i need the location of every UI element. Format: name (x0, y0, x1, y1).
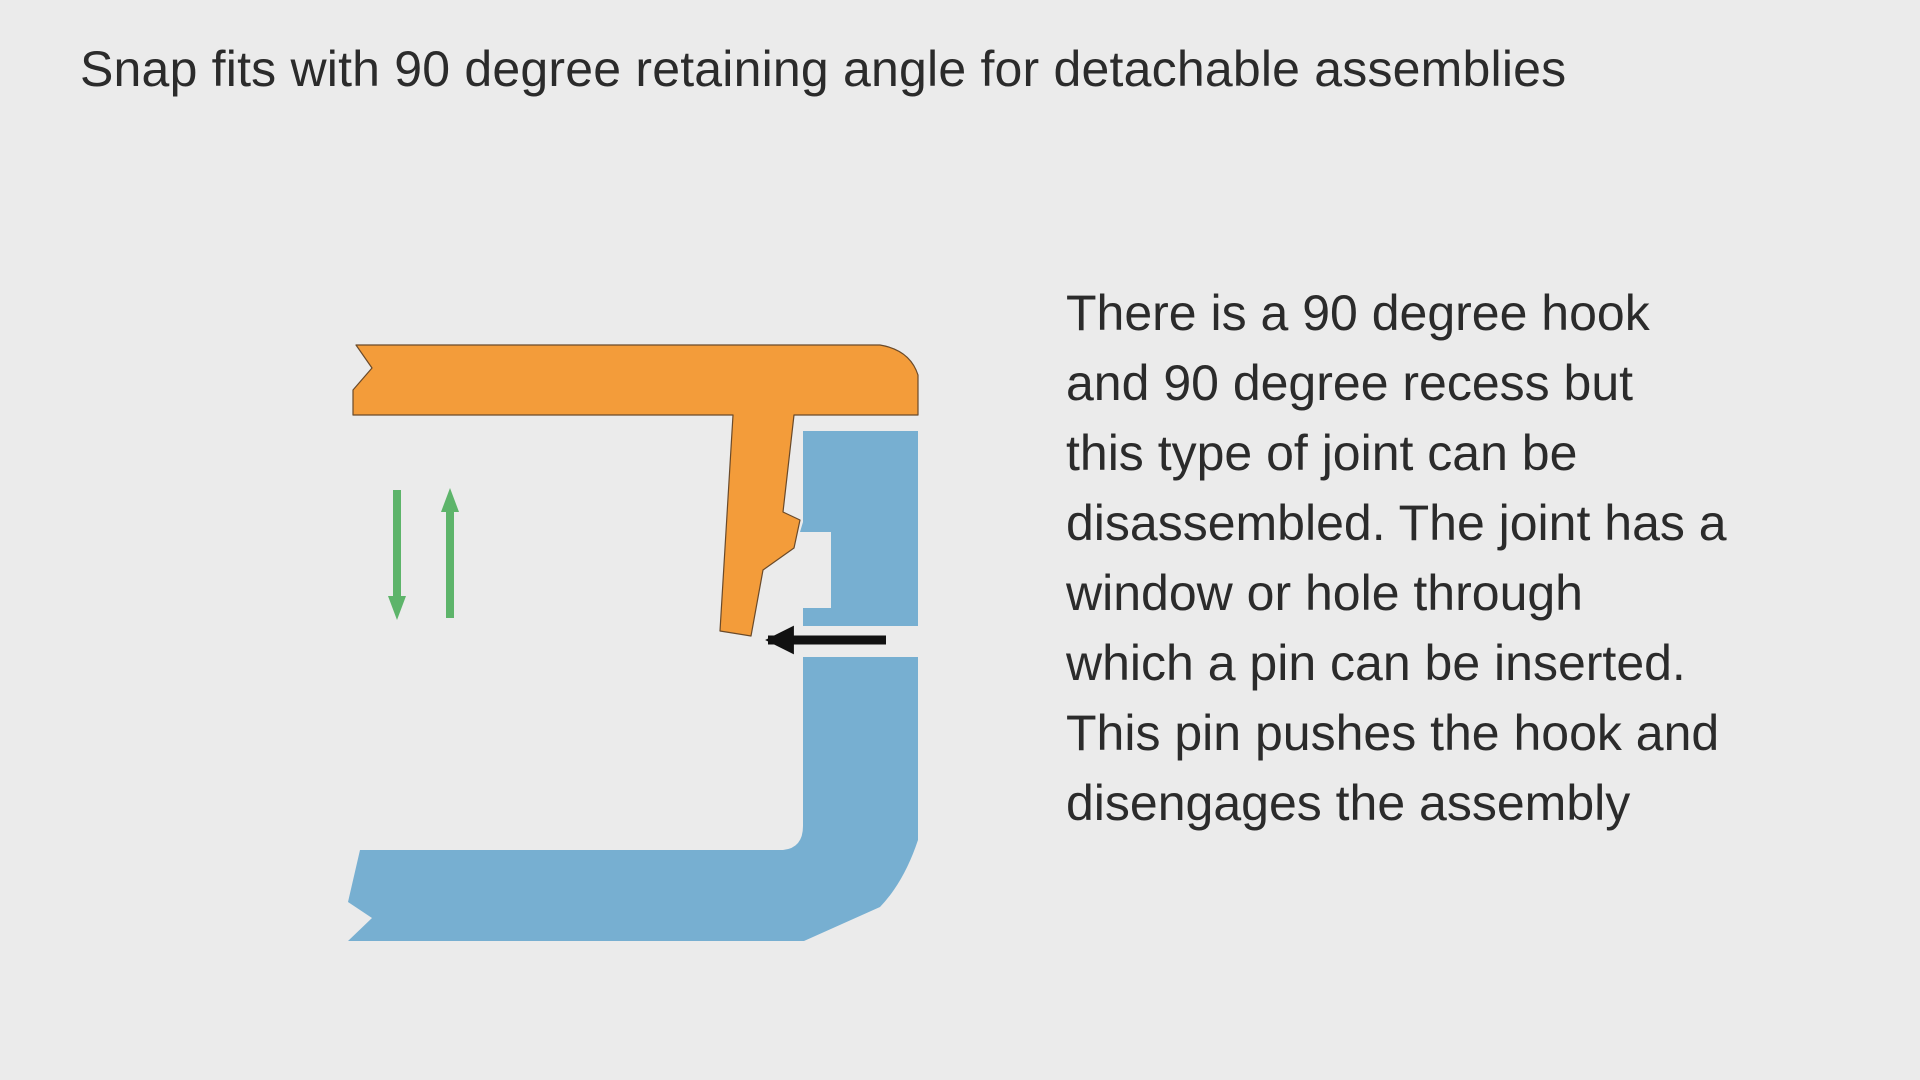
description-line: disassembled. The joint has a (1066, 495, 1727, 551)
hook-part (352, 344, 919, 637)
description-line: and 90 degree recess but (1066, 355, 1634, 411)
base-part (348, 431, 918, 941)
description-text: There is a 90 degree hook and 90 degree … (1066, 278, 1886, 838)
up-arrow-icon (441, 488, 459, 618)
base-part-upper (800, 431, 918, 626)
slide-title: Snap fits with 90 degree retaining angle… (80, 41, 1567, 97)
description-line: This pin pushes the hook and (1066, 705, 1720, 761)
description-line: window or hole through (1066, 565, 1583, 621)
down-arrow-icon (388, 490, 406, 620)
base-part-lower (348, 657, 918, 941)
description-line: disengages the assembly (1066, 775, 1631, 831)
description-line: There is a 90 degree hook (1066, 285, 1650, 341)
motion-arrows (388, 488, 459, 620)
description-line: which a pin can be inserted. (1066, 635, 1686, 691)
description-line: this type of joint can be (1066, 425, 1578, 481)
